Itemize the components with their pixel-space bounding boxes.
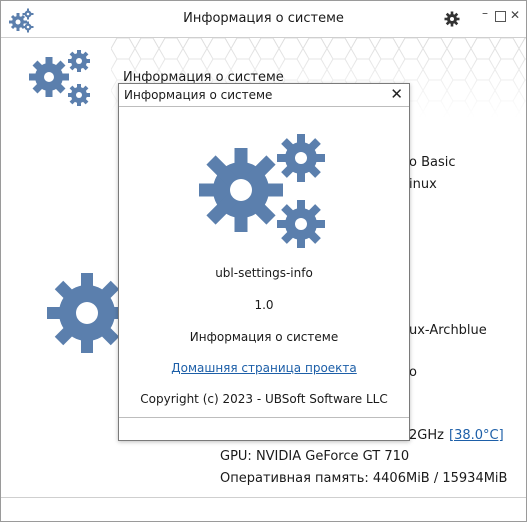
maximize-button[interactable] xyxy=(495,11,506,22)
cpu-temperature-link[interactable]: [38.0°C] xyxy=(449,428,504,443)
cpu-frequency-partial: 2GHz xyxy=(409,428,444,443)
minimize-button[interactable]: – xyxy=(482,6,488,20)
app-version: 1.0 xyxy=(254,298,274,312)
status-bar xyxy=(1,497,526,521)
app-name: ubl-settings-info xyxy=(215,266,313,280)
gears-icon xyxy=(199,134,325,248)
app-description: Информация о системе xyxy=(189,330,339,344)
gears-icon xyxy=(9,8,34,33)
dialog-title: Информация о системе xyxy=(124,88,273,102)
gpu-info: GPU: NVIDIA GeForce GT 710 xyxy=(220,449,410,464)
about-dialog: Информация о системе ✕ ubl-settings-info… xyxy=(118,83,410,441)
dialog-divider xyxy=(119,417,409,418)
close-button[interactable]: ✕ xyxy=(509,8,521,22)
copyright-text: Copyright (c) 2023 - UBSoft Software LLC xyxy=(140,392,388,406)
dialog-close-button[interactable]: ✕ xyxy=(390,85,403,103)
info-misc-partial: o xyxy=(409,365,417,380)
gear-icon[interactable] xyxy=(444,11,460,27)
info-edition-partial: o Basic xyxy=(409,155,456,170)
window-title: Информация о системе xyxy=(183,11,344,26)
info-hostname-partial: ux-Archblue xyxy=(409,323,487,338)
gear-icon xyxy=(47,273,123,353)
background-heading: Информация о системе xyxy=(123,70,284,85)
title-bar: Информация о системе – ✕ xyxy=(1,1,526,38)
gears-icon xyxy=(29,50,90,106)
dialog-title-bar: Информация о системе ✕ xyxy=(119,84,409,107)
ram-info: Оперативная память: 4406MiB / 15934MiB xyxy=(220,471,508,486)
homepage-link[interactable]: Домашняя страница проекта xyxy=(171,361,357,375)
info-os-partial: inux xyxy=(409,177,437,192)
